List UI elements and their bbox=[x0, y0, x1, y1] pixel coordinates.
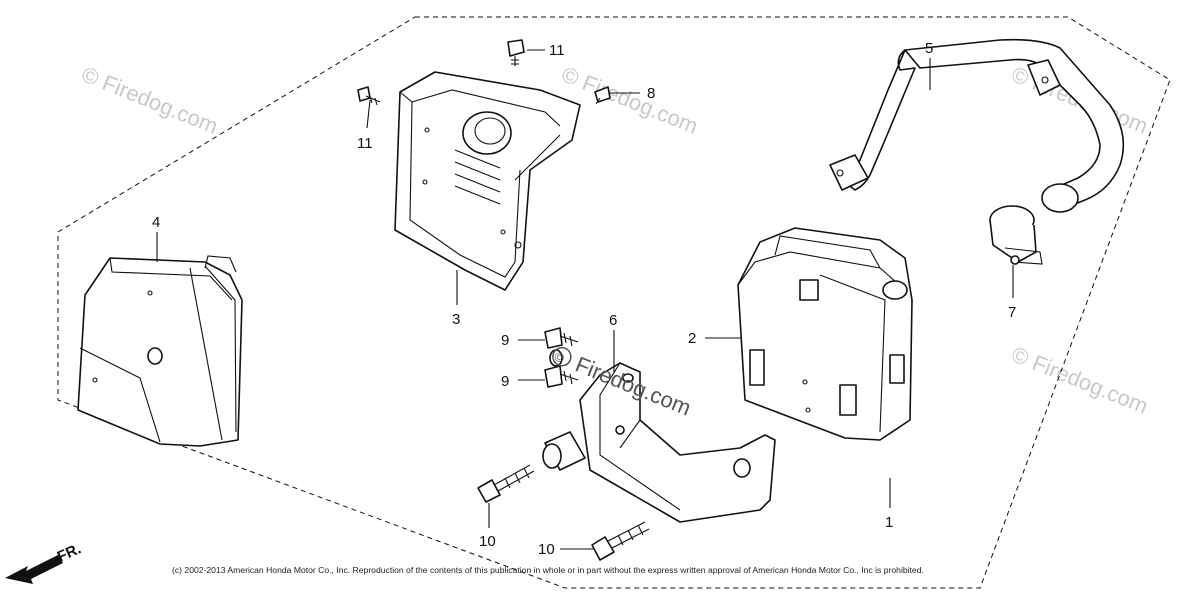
leader-lines bbox=[156, 49, 1014, 550]
callout-11-top: 11 bbox=[549, 42, 565, 59]
watermark-top-center: © Firedog.com bbox=[558, 61, 701, 138]
copyright-notice: (c) 2002-2013 American Honda Motor Co., … bbox=[172, 565, 924, 575]
callout-9-lower: 9 bbox=[501, 373, 509, 390]
callout-10-bottom: 10 bbox=[538, 541, 555, 558]
part-6-bracket bbox=[542, 362, 776, 523]
front-arrow-icon bbox=[5, 555, 63, 584]
callout-10-left: 10 bbox=[479, 533, 496, 550]
part-4-protector bbox=[77, 255, 243, 447]
callout-1: 1 bbox=[885, 514, 893, 531]
bolt-9-lower bbox=[544, 365, 579, 388]
part-2-muffler bbox=[737, 227, 913, 441]
watermark-mid-right: © Firedog.com bbox=[1008, 341, 1151, 418]
front-direction-indicator: FR. bbox=[5, 540, 84, 584]
bolt-10-bottom bbox=[591, 521, 650, 561]
bolt-9-upper bbox=[544, 327, 579, 349]
bolt-11-left bbox=[357, 86, 381, 106]
part-5-exhaust-pipe bbox=[829, 38, 1125, 213]
part-7-clamp bbox=[989, 205, 1043, 265]
callout-labels: 11 11 8 3 4 5 7 2 6 9 9 10 10 1 bbox=[152, 40, 1016, 558]
bolt-11-top bbox=[507, 39, 525, 66]
assembly-outline-frame bbox=[57, 16, 1171, 589]
callout-4: 4 bbox=[152, 214, 160, 231]
bolt-8 bbox=[594, 86, 611, 105]
callout-8: 8 bbox=[647, 85, 655, 102]
callout-9-upper: 9 bbox=[501, 332, 509, 349]
bolts bbox=[357, 39, 650, 561]
part-3-heat-cover bbox=[394, 71, 581, 291]
callout-3: 3 bbox=[452, 311, 460, 328]
watermark-top-left: © Firedog.com bbox=[78, 61, 221, 138]
callout-6: 6 bbox=[609, 312, 617, 329]
callout-7: 7 bbox=[1008, 304, 1016, 321]
callout-5: 5 bbox=[925, 40, 933, 57]
callout-2: 2 bbox=[688, 330, 696, 347]
front-direction-label: FR. bbox=[55, 540, 84, 565]
bolt-10-left bbox=[477, 464, 535, 503]
callout-11-left: 11 bbox=[357, 135, 373, 152]
